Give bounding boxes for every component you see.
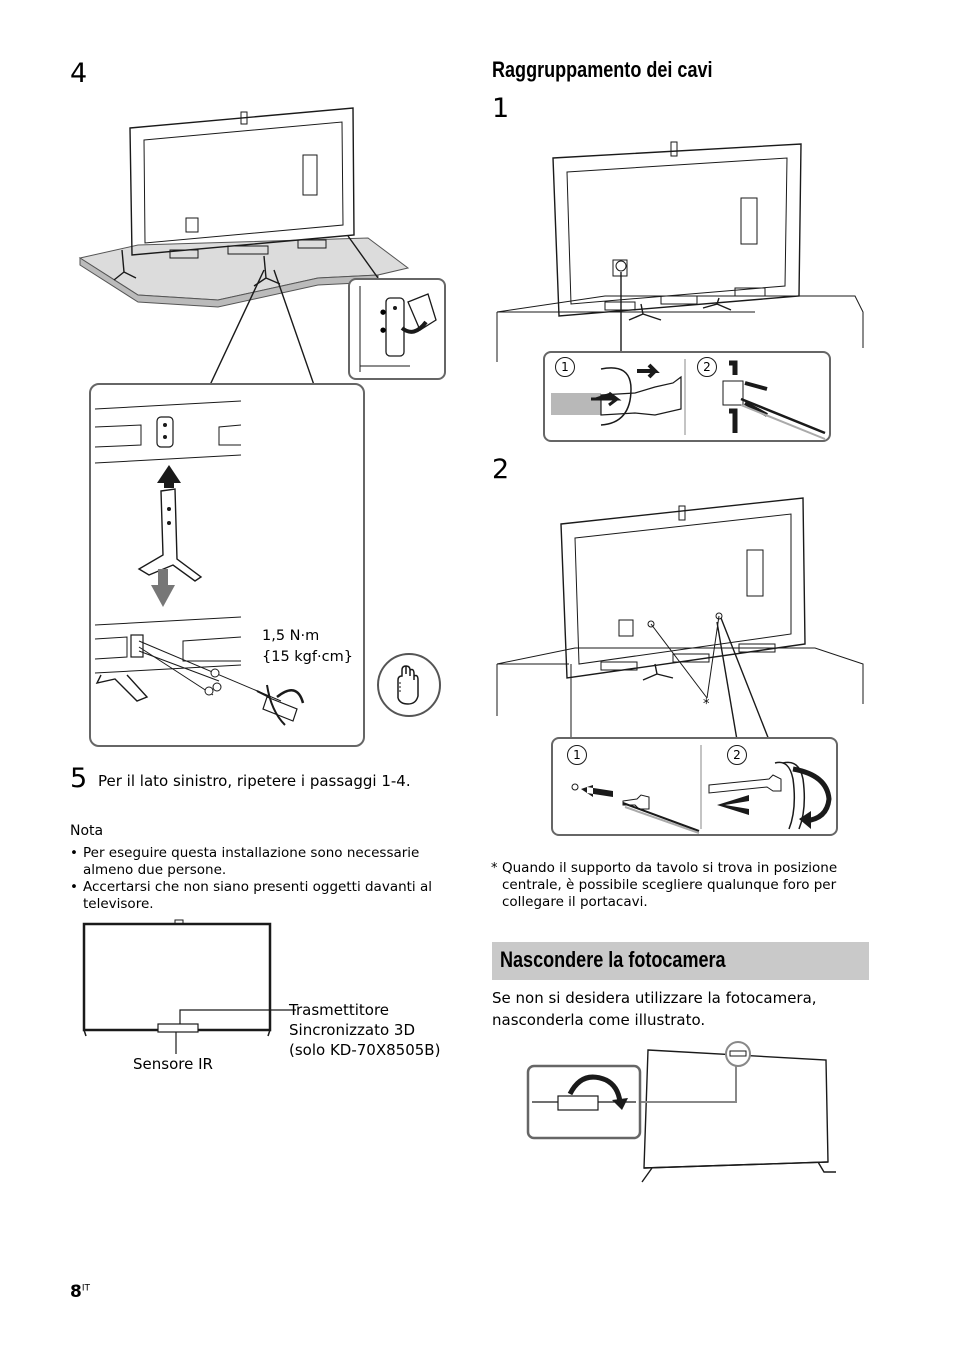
callout-box-step2: 1 2 [551,737,838,836]
callout-circle-1: 1 [567,745,587,765]
note-item: Per eseguire questa installazione sono n… [70,845,445,879]
page-number-suffix: IT [81,1283,90,1294]
callout-circle-1: 1 [555,357,575,377]
transmitter-label: Trasmettitore Sincronizzato 3D (solo KD-… [289,1001,441,1059]
torque-line-2: {15 kgf·cm} [262,649,353,665]
footnote-mark: * [491,861,498,876]
torque-label: 1,5 N·m {15 kgf·cm} [262,626,353,668]
tv-stand-illustration [78,107,410,386]
note-title: Nota [70,823,104,839]
camera-heading: Nascondere la fotocamera [500,947,726,972]
tv-cable-illustration-1 [496,141,864,362]
callout-circle-2: 2 [727,745,747,765]
callout-circle-2: 2 [697,357,717,377]
ir-sensor-label: Sensore IR [133,1055,213,1073]
footnote-text: Quando il supporto da tavolo si trova in… [502,860,838,910]
step-5-number: 5 [70,763,88,794]
assembly-detail-box [89,383,365,747]
hand-tighten-icon [377,653,441,717]
torque-line-1: 1,5 N·m [262,628,320,644]
tv-cable-illustration-2 [496,497,864,744]
svg-text:●: ● [380,308,386,316]
camera-heading-band [492,942,869,980]
tv-front-diagram [82,919,296,1054]
inset-box-bracket: ● ● [348,278,446,380]
page-number: 8IT [70,1282,90,1302]
svg-text:●: ● [380,326,386,334]
step-4-number: 4 [70,58,88,89]
cable-heading: Raggruppamento dei cavi [492,57,713,82]
asterisk-mark: * [703,697,710,712]
camera-text: Se non si desidera utilizzare la fotocam… [492,989,817,1029]
callout-box-step1: 1 2 [543,351,831,442]
note-item: Accertarsi che non siano presenti oggett… [70,879,445,913]
note-list: Per eseguire questa installazione sono n… [70,845,445,913]
page-number-value: 8 [70,1282,82,1302]
camera-hide-illustration [526,1041,836,1183]
step-5-text: Per il lato sinistro, ripetere i passagg… [98,772,411,790]
step-2-number: 2 [492,454,510,485]
step-1-number: 1 [492,93,510,124]
